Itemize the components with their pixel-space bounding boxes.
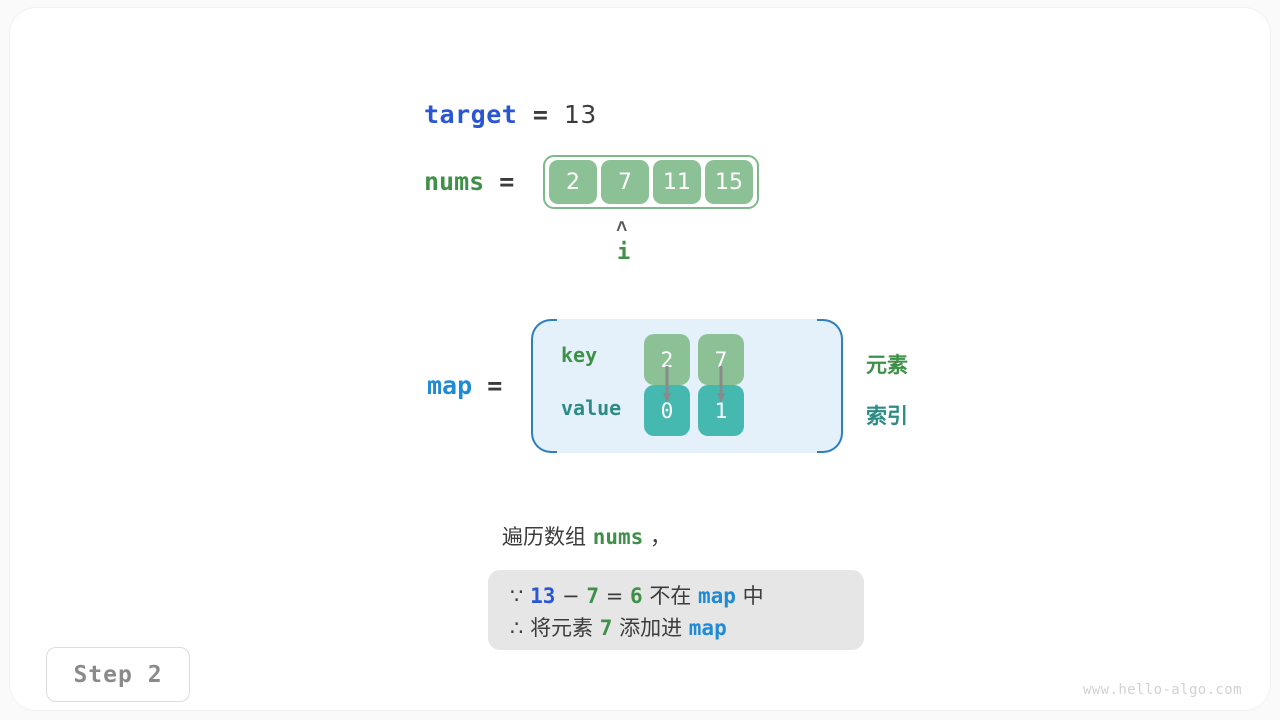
map-variable-name: map [427,371,473,400]
because-symbol: ∵ [510,584,524,608]
reasoning-callout: ∵ 13 − 7 = 6 不在 map 中 ∴ 将元素 7 添加进 map [488,570,864,650]
side-label-index: 索引 [866,404,908,428]
array-cell: 2 [549,160,597,204]
description-prefix: 遍历数组 [502,525,586,549]
target-equals-sign: = [532,100,549,129]
nums-equals-sign: = [499,167,515,196]
target-declaration: target = 13 [424,100,597,129]
map-entries: 2 0 7 1 [644,334,744,436]
map-key-row-label: key [561,342,598,367]
pointer-caret-icon: ˄ [616,216,628,238]
array-cell: 15 [705,160,753,204]
watermark: www.hello-algo.com [1083,682,1242,698]
map-declaration: map = [427,371,502,400]
description-line: 遍历数组 nums ， [502,521,671,551]
callout-line-1: ∵ 13 − 7 = 6 不在 map 中 [510,580,842,612]
array-cell: 11 [653,160,701,204]
callout-operand-target: 13 [530,584,556,608]
map-value-cell: 0 [644,385,690,436]
callout-line-2: ∴ 将元素 7 添加进 map [510,612,842,644]
map-entry: 2 0 [644,334,690,436]
description-suffix: ， [649,525,671,549]
side-label-element: 元素 [866,353,908,377]
callout-map-variable: map [698,584,736,608]
callout-operand-current: 7 [586,584,599,608]
callout-add-text-1: 将元素 [530,616,594,640]
slide-canvas: target = 13 nums = 2 7 11 15 ˄ i map = k… [10,8,1270,710]
nums-array: 2 7 11 15 [543,155,759,209]
key-to-value-arrow-icon [663,366,671,403]
description-variable: nums [592,525,644,549]
map-equals-sign: = [487,371,503,400]
nums-variable-name: nums [424,167,485,196]
callout-minus: − [562,584,580,608]
callout-not-in-text: 不在 [649,584,692,608]
map-entry: 7 1 [698,334,744,436]
array-cell: 7 [601,160,649,204]
map-row-labels: key value [561,338,641,424]
key-to-value-arrow-icon [717,366,725,403]
target-value: 13 [564,100,597,129]
pointer-label: i [617,240,631,265]
callout-result: 6 [629,584,643,608]
callout-added-element: 7 [599,616,613,640]
callout-add-text-2: 添加进 [619,616,683,640]
callout-map-variable: map [688,616,727,640]
callout-in-text: 中 [742,584,764,608]
nums-declaration: nums = [424,167,514,196]
target-variable-name: target [424,100,518,129]
map-value-row-label: value [561,395,622,420]
callout-equals: = [605,584,624,608]
therefore-symbol: ∴ [510,616,524,640]
step-badge: Step 2 [46,647,190,702]
